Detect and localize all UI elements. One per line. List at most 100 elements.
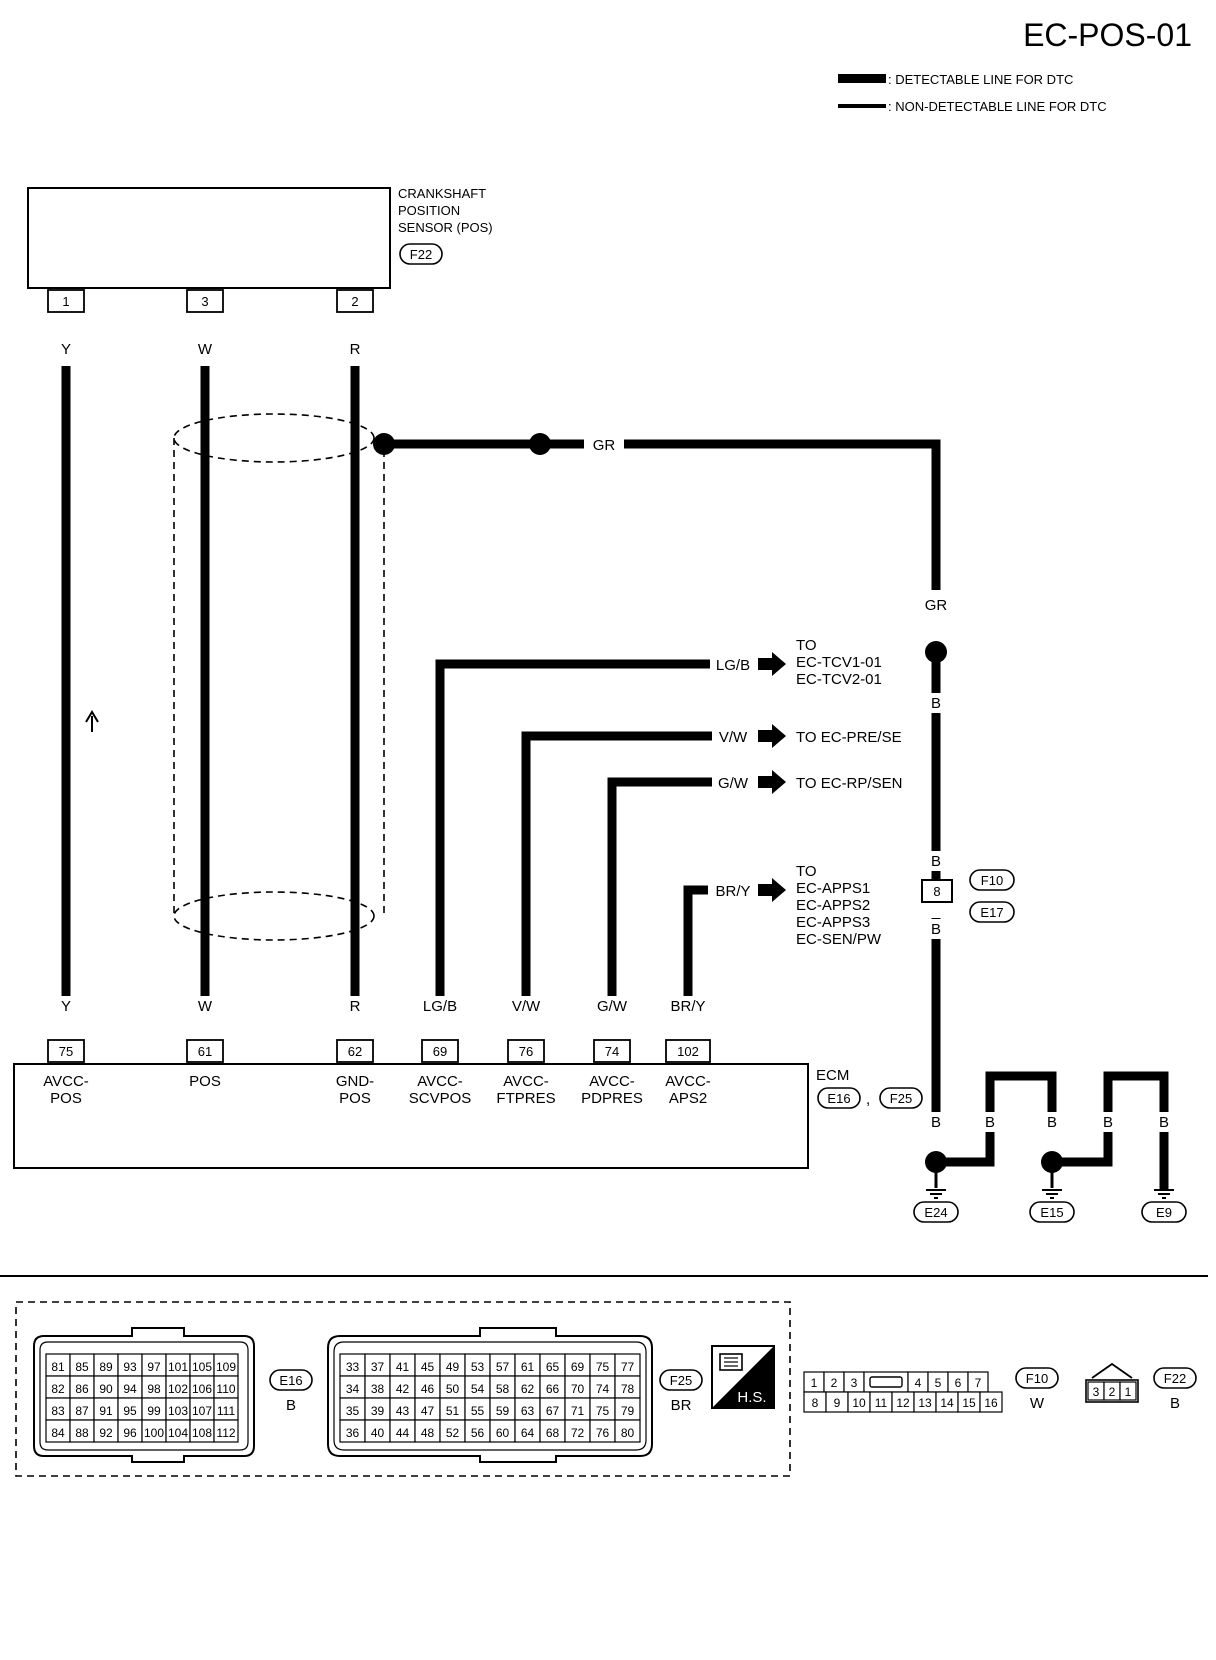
connector-pin: 97 [147, 1360, 161, 1374]
connector-pin: 79 [621, 1404, 635, 1418]
ref-tcv2: EC-TCV2-01 [796, 671, 882, 688]
wire-color-label: V/W [719, 729, 748, 746]
connector-id: F25 [670, 1373, 692, 1388]
connector-pin: 11 [875, 1396, 888, 1410]
ecm-terminal-name: POS [189, 1073, 221, 1090]
joint-connector-id: F10 [981, 873, 1003, 888]
ecm-terminal-box [665, 1039, 711, 1063]
wire-color-label: G/W [597, 998, 628, 1015]
wire-color-label: Y [61, 998, 71, 1015]
splice-point [529, 433, 551, 455]
shield [173, 413, 385, 941]
joint-connector-tag [969, 901, 1015, 923]
ref-rp: TO EC-RP/SEN [796, 775, 902, 792]
wire-color-label: W [198, 341, 213, 358]
ecm-connector-tag [817, 1087, 861, 1109]
wire-color-label: B [1103, 1114, 1113, 1131]
ecm-terminal-box [186, 1039, 224, 1063]
connector-tag [1153, 1367, 1197, 1389]
connector-pin: 106 [192, 1382, 212, 1396]
legend: : DETECTABLE LINE FOR DTC : NON-DETECTAB… [838, 72, 1107, 114]
wire-ground-link [1052, 1071, 1169, 1190]
connector-pin: 82 [51, 1382, 65, 1396]
connector-pin: 68 [546, 1426, 560, 1440]
connector-pin: 104 [168, 1426, 188, 1440]
connector-id: F10 [1026, 1371, 1048, 1386]
ecm-terminal-name: POS [50, 1090, 82, 1107]
connector-pin: 10 [852, 1396, 866, 1410]
connector-cell [614, 1419, 641, 1443]
connector-f22: 3 2 1 F22 B [1085, 1362, 1197, 1412]
connector-cell [1119, 1381, 1137, 1401]
joint-connector-id: E17 [980, 905, 1003, 920]
wire-color-label: B [1159, 1114, 1169, 1131]
connector-pin: 4 [915, 1376, 922, 1390]
arrow-right-icon [758, 770, 786, 794]
connector-tag [659, 1369, 703, 1391]
connector-pin: 102 [168, 1382, 188, 1396]
connector-pin: 80 [621, 1426, 635, 1440]
ref-pre: TO EC-PRE/SE [796, 729, 902, 746]
connector-pin: 55 [471, 1404, 485, 1418]
wire-labels: Y W R GR GR B B B Y W R LG/B V/W G/W BR/… [56, 339, 954, 1015]
connector-pin: 85 [75, 1360, 89, 1374]
wire-color-label: B [931, 695, 941, 712]
ref-apps3: EC-APPS3 [796, 914, 870, 931]
ecm-name: ECM [816, 1067, 849, 1084]
connector-pin: 75 [596, 1404, 610, 1418]
wire-color-label: G/W [718, 775, 749, 792]
hs-badge: H.S. [711, 1345, 775, 1409]
wire-color-label: GR [925, 597, 948, 614]
ecm-terminal-name: AVCC- [589, 1073, 635, 1090]
connector-pin: 2 [1109, 1385, 1116, 1399]
connector-pin: 38 [371, 1382, 385, 1396]
connector-pin: 109 [216, 1360, 236, 1374]
ref-apps-to: TO [796, 863, 817, 880]
legend-non-detectable-label: : NON-DETECTABLE LINE FOR DTC [888, 99, 1107, 114]
connector-pin: 70 [571, 1382, 585, 1396]
connector-latch [869, 1376, 903, 1388]
ground-tag [913, 1201, 959, 1223]
wire-color-label: R [350, 998, 361, 1015]
connector-color: BR [671, 1397, 692, 1414]
connector-pin: 15 [962, 1396, 976, 1410]
ecm-terminal-box [593, 1039, 631, 1063]
sensor-pin-box [336, 289, 374, 313]
connector-pin: 47 [421, 1404, 435, 1418]
connector-pin: 13 [918, 1396, 932, 1410]
connector-pin: 42 [396, 1382, 410, 1396]
connector-pin: 89 [99, 1360, 113, 1374]
ecm-terminal-name: FTPRES [496, 1090, 555, 1107]
connector-pin: 98 [147, 1382, 161, 1396]
connector-pin: 77 [621, 1360, 635, 1374]
connector-pin: 75 [596, 1360, 610, 1374]
ecm-terminal-pin: 75 [59, 1044, 73, 1059]
connector-pin: 91 [99, 1404, 113, 1418]
connector-pin: 90 [99, 1382, 113, 1396]
sensor-name-line2: POSITION [398, 203, 460, 218]
connector-cell [213, 1419, 239, 1443]
splice-point [925, 1151, 947, 1173]
connector-pin: 86 [75, 1382, 89, 1396]
ecm-terminal-name: PDPRES [581, 1090, 643, 1107]
connector-tag [1015, 1367, 1059, 1389]
ecm-terminal-pin: 69 [433, 1044, 447, 1059]
connector-pin: 64 [521, 1426, 535, 1440]
wire-color-label: V/W [512, 998, 541, 1015]
ecm-connector-id: E16 [827, 1091, 850, 1106]
ecm-body [13, 1063, 809, 1169]
splice-point [925, 641, 947, 663]
connector-outline-inner [39, 1341, 249, 1451]
connector-pin: 6 [955, 1376, 962, 1390]
connector-pin: 111 [217, 1404, 236, 1418]
wire-color-label: GR [593, 437, 616, 454]
ground-icon [1042, 1172, 1062, 1199]
connector-pin: 76 [596, 1426, 610, 1440]
connector-views-frame [15, 1301, 791, 1477]
connector-icon [719, 1353, 743, 1371]
connector-pin: 84 [51, 1426, 65, 1440]
ecm-terminal-pin: 102 [677, 1044, 699, 1059]
ecm-terminal-box [507, 1039, 545, 1063]
